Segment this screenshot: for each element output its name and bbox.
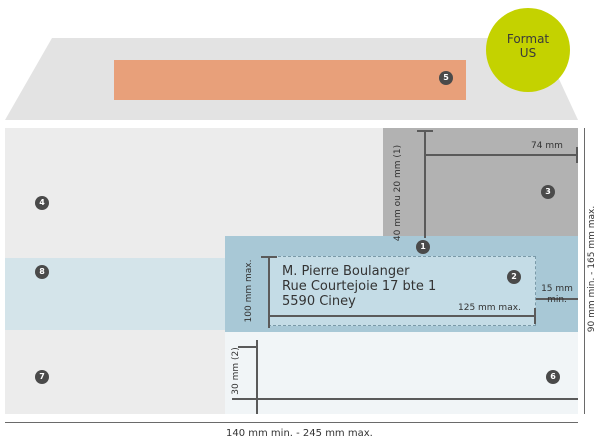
address-line-3: 5590 Ciney [282,294,356,309]
format-us-label: US [519,46,537,60]
address-box [268,256,536,326]
stamp-zone [383,128,578,236]
dim-label-40mm: 40 mm ou 20 mm (1) [393,144,403,242]
dim-tick-74mm [576,147,578,163]
dim-line-30mm-bottom [232,398,578,400]
address-line-2: Rue Courtejoie 17 bte 1 [282,279,437,294]
dim-line-125mm [268,315,536,317]
flap-label-zone [114,60,466,100]
zone-badge-1: 1 [416,240,430,254]
dim-line-total-height [584,128,585,414]
dim-label-total-width: 140 mm min. - 245 mm max. [226,428,373,439]
zone-badge-3: 3 [541,185,555,199]
zone-badge-2: 2 [507,270,521,284]
zone-badge-7: 7 [35,370,49,384]
dim-line-15mm [536,298,578,300]
bottom-clear-zone [225,332,578,414]
zone-badge-4: 4 [35,196,49,210]
dim-line-30mm [256,340,258,414]
dim-tick-30mm-top [238,346,256,348]
dim-tick-40mm [417,130,433,132]
recipient-address: M. Pierre Boulanger Rue Courtejoie 17 bt… [282,264,436,309]
zone-badge-5: 5 [439,71,453,85]
dim-label-74mm: 74 mm [531,141,563,151]
dim-line-100mm [268,256,270,328]
format-label: Format [506,32,550,46]
dim-line-74mm [425,154,578,156]
address-line-1: M. Pierre Boulanger [282,264,410,279]
dim-label-125mm: 125 mm max. [458,303,521,313]
zone-badge-8: 8 [35,265,49,279]
dim-label-15mm: 15 mm min. [541,284,573,305]
dim-label-30mm: 30 mm (2) [231,347,241,395]
zone-badge-6: 6 [546,370,560,384]
dim-tick-100mm-top [261,256,277,258]
dim-line-total-width [5,422,578,423]
dim-line-40mm [424,130,426,238]
dim-tick-125mm [534,308,536,324]
dim-label-total-height: 90 mm min. - 165 mm max. [587,205,597,333]
dim-label-100mm: 100 mm max. [244,259,254,323]
format-us-badge: Format US [486,8,570,92]
